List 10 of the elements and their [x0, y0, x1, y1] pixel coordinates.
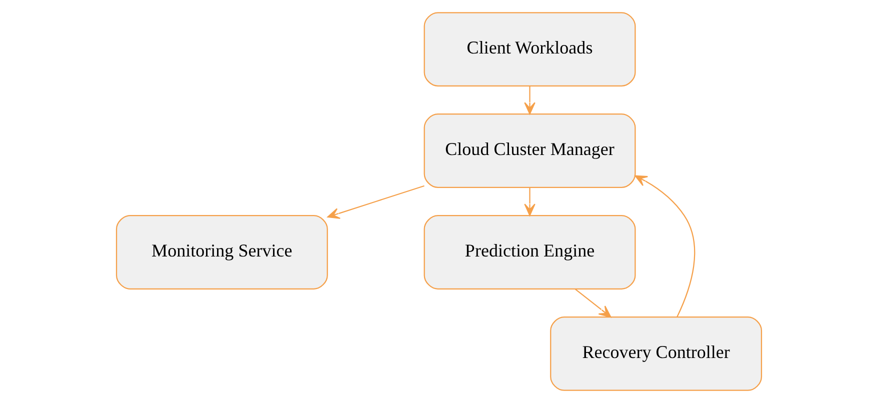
node-box: Client Workloads	[424, 12, 636, 86]
node-box: Monitoring Service	[116, 215, 328, 290]
node-box: Recovery Controller	[550, 316, 762, 391]
arrow	[327, 185, 424, 219]
node-box: Prediction Engine	[424, 215, 636, 290]
arrow	[524, 86, 536, 114]
arrow	[574, 288, 612, 318]
arrow	[634, 175, 696, 318]
arrow	[524, 188, 536, 216]
node-box: Cloud Cluster Manager	[424, 114, 636, 188]
